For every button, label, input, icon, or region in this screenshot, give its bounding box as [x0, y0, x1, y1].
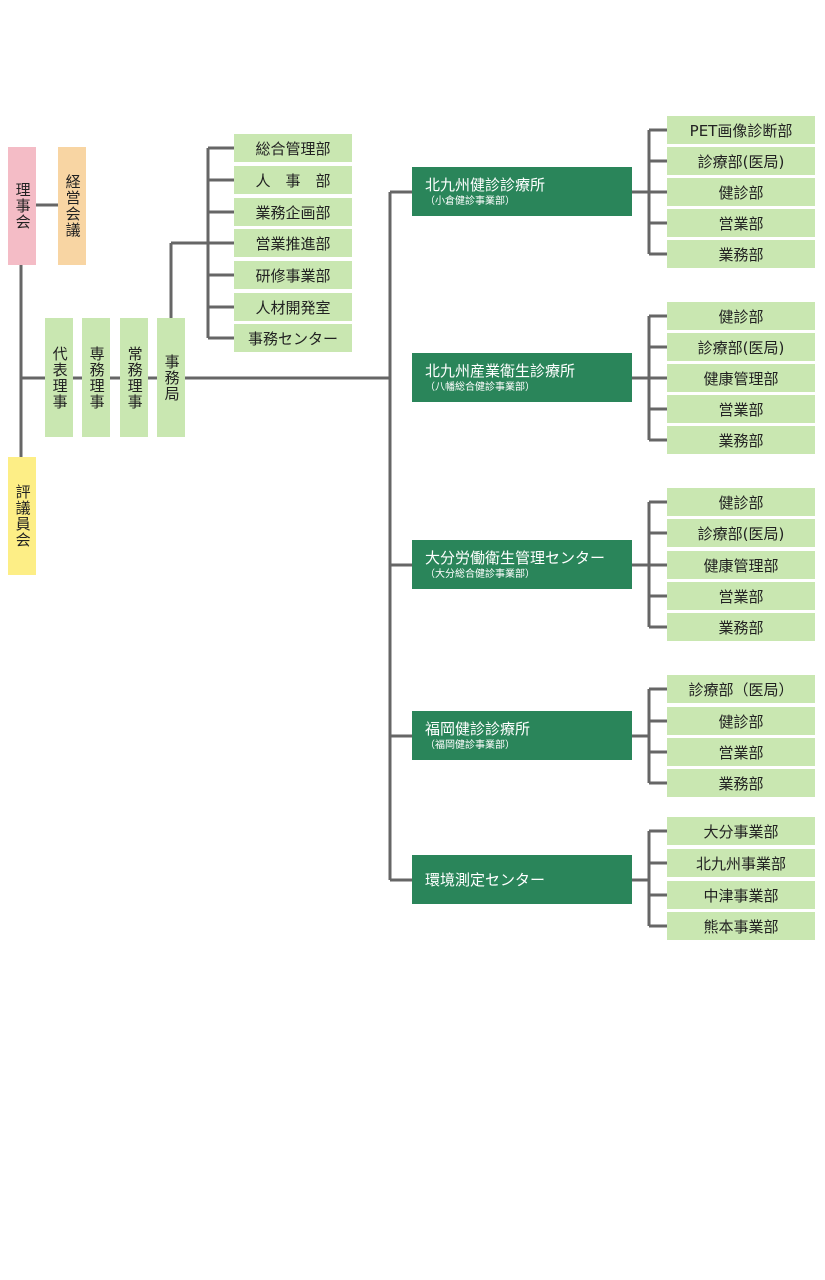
dept-label: 健康管理部 — [703, 556, 779, 575]
dept-label: 健診部 — [718, 712, 764, 731]
dept-label: 研修事業部 — [255, 266, 331, 285]
center-dept: 業務部 — [667, 613, 815, 641]
center-dept: 業務部 — [667, 240, 815, 268]
dept-label: 診療部(医局) — [697, 152, 785, 171]
dept-label: 診療部(医局) — [697, 338, 785, 357]
dept-label: 人 事 部 — [255, 171, 331, 190]
center-kitakyushu-clinic: 北九州健診診療所 （小倉健診事業部） — [412, 167, 632, 216]
dept-label: 健康管理部 — [703, 369, 779, 388]
center-dept: 健診部 — [667, 178, 815, 206]
secretariat-dept: 総合管理部 — [234, 134, 352, 162]
center-oita-occupational: 大分労働衛生管理センター （大分総合健診事業部） — [412, 540, 632, 589]
management-council-label: 経営会議 — [63, 174, 82, 238]
dept-label: 事務センター — [247, 329, 338, 348]
board-label: 理事会 — [13, 182, 32, 230]
dept-label: 健診部 — [718, 493, 764, 512]
secretariat-dept: 人 事 部 — [234, 166, 352, 194]
secretariat-dept: 業務企画部 — [234, 198, 352, 226]
center-dept: PET画像診断部 — [667, 116, 815, 144]
executive-label: 事務局 — [162, 353, 181, 402]
center-dept: 健診部 — [667, 302, 815, 330]
executive-label: 常務理事 — [125, 345, 144, 410]
center-dept: 中津事業部 — [667, 881, 815, 909]
center-dept: 業務部 — [667, 769, 815, 797]
center-dept: 健康管理部 — [667, 364, 815, 392]
center-dept: 営業部 — [667, 395, 815, 423]
dept-label: 業務部 — [718, 618, 764, 637]
center-dept: 営業部 — [667, 209, 815, 237]
councillors-box: 評議員会 — [8, 457, 36, 575]
management-council-box: 経営会議 — [58, 147, 86, 265]
dept-label: 診療部（医局） — [688, 680, 794, 699]
center-name: 大分労働衛生管理センター — [425, 548, 606, 567]
center-dept: 診療部(医局) — [667, 333, 815, 361]
dept-label: 営業部 — [718, 214, 764, 233]
center-dept: 診療部（医局） — [667, 675, 815, 703]
senior-managing-director-box: 専務理事 — [82, 318, 110, 437]
center-dept: 健診部 — [667, 488, 815, 516]
executive-label: 専務理事 — [87, 345, 106, 410]
secretariat-dept: 研修事業部 — [234, 261, 352, 289]
dept-label: 中津事業部 — [703, 886, 779, 905]
center-environment-measurement: 環境測定センター — [412, 855, 632, 904]
councillors-label: 評議員会 — [13, 484, 32, 548]
dept-label: 営業推進部 — [255, 234, 331, 253]
dept-label: 大分事業部 — [703, 822, 779, 841]
center-name: 北九州健診診療所 — [425, 175, 546, 194]
center-dept: 営業部 — [667, 582, 815, 610]
dept-label: 業務部 — [718, 774, 764, 793]
center-subtitle: （小倉健診事業部） — [425, 195, 515, 207]
center-dept: 営業部 — [667, 738, 815, 766]
secretariat-box: 事務局 — [157, 318, 185, 437]
board-box: 理事会 — [8, 147, 36, 265]
center-dept: 診療部(医局) — [667, 147, 815, 175]
dept-label: 診療部(医局) — [697, 524, 785, 543]
secretariat-dept: 事務センター — [234, 324, 352, 352]
center-dept: 業務部 — [667, 426, 815, 454]
dept-label: 熊本事業部 — [703, 917, 779, 936]
representative-director-box: 代表理事 — [45, 318, 73, 437]
center-dept: 北九州事業部 — [667, 849, 815, 877]
center-name: 環境測定センター — [425, 870, 546, 889]
secretariat-dept: 営業推進部 — [234, 229, 352, 257]
secretariat-dept: 人材開発室 — [234, 293, 352, 321]
dept-label: 営業部 — [718, 587, 764, 606]
center-kitakyushu-industrial-clinic: 北九州産業衛生診療所 （八幡総合健診事業部） — [412, 353, 632, 402]
dept-label: 業務部 — [718, 245, 764, 264]
center-subtitle: （八幡総合健診事業部） — [425, 381, 535, 393]
dept-label: 業務企画部 — [255, 203, 331, 222]
dept-label: 人材開発室 — [255, 298, 331, 317]
executive-label: 代表理事 — [50, 345, 69, 410]
dept-label: 営業部 — [718, 743, 764, 762]
center-name: 北九州産業衛生診療所 — [425, 361, 576, 380]
center-subtitle: （大分総合健診事業部） — [425, 568, 535, 580]
dept-label: 営業部 — [718, 400, 764, 419]
center-dept: 熊本事業部 — [667, 912, 815, 940]
dept-label: 健診部 — [718, 307, 764, 326]
dept-label: 総合管理部 — [255, 139, 331, 158]
managing-director-box: 常務理事 — [120, 318, 148, 437]
center-subtitle: （福岡健診事業部） — [425, 739, 515, 751]
dept-label: 北九州事業部 — [695, 854, 786, 873]
center-fukuoka-clinic: 福岡健診診療所 （福岡健診事業部） — [412, 711, 632, 760]
center-dept: 大分事業部 — [667, 817, 815, 845]
dept-label: 業務部 — [718, 431, 764, 450]
center-name: 福岡健診診療所 — [425, 719, 531, 738]
dept-label: PET画像診断部 — [689, 121, 793, 140]
center-dept: 健康管理部 — [667, 551, 815, 579]
center-dept: 健診部 — [667, 707, 815, 735]
center-dept: 診療部(医局) — [667, 519, 815, 547]
dept-label: 健診部 — [718, 183, 764, 202]
